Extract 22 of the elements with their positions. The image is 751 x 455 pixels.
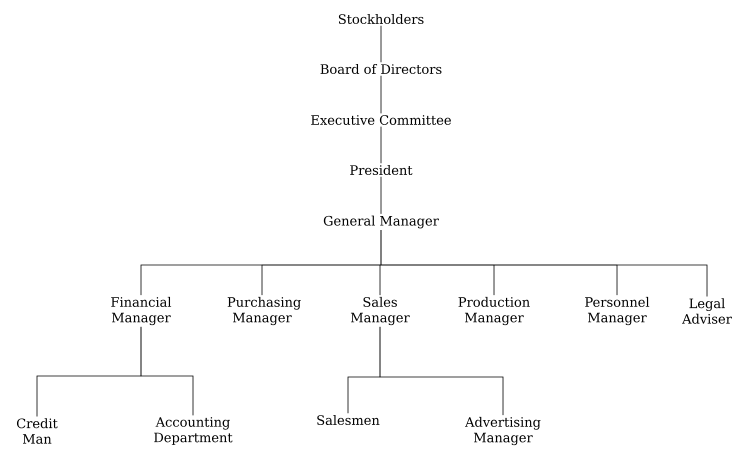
title-label: Personnel Manager bbox=[585, 296, 650, 326]
connector-line bbox=[380, 126, 382, 164]
connector-line bbox=[380, 75, 382, 114]
title-label: Purchasing Manager bbox=[228, 296, 301, 326]
connector-line bbox=[380, 326, 504, 416]
title-label: Financial Manager bbox=[111, 296, 172, 326]
connector-line bbox=[380, 25, 382, 63]
title-label: General Manager bbox=[324, 216, 439, 228]
title-label: Legal Adviser bbox=[682, 298, 732, 324]
title-label: Executive Committee bbox=[311, 115, 451, 125]
title-label: Salesmen bbox=[317, 414, 380, 426]
title-label: President bbox=[350, 164, 412, 176]
title-label: Advertising Manager bbox=[465, 416, 541, 446]
title-label: Accounting Department bbox=[154, 417, 233, 445]
title-label: Sales Manager bbox=[350, 296, 410, 326]
title-label: Production Manager bbox=[458, 296, 530, 326]
title-label: Stockholders bbox=[338, 14, 424, 24]
connector-line bbox=[380, 230, 708, 297]
title-label: Credit Man bbox=[16, 418, 58, 444]
connector-line bbox=[140, 326, 194, 416]
title-label: Board of Directors bbox=[320, 64, 442, 74]
connector-line bbox=[380, 176, 382, 214]
